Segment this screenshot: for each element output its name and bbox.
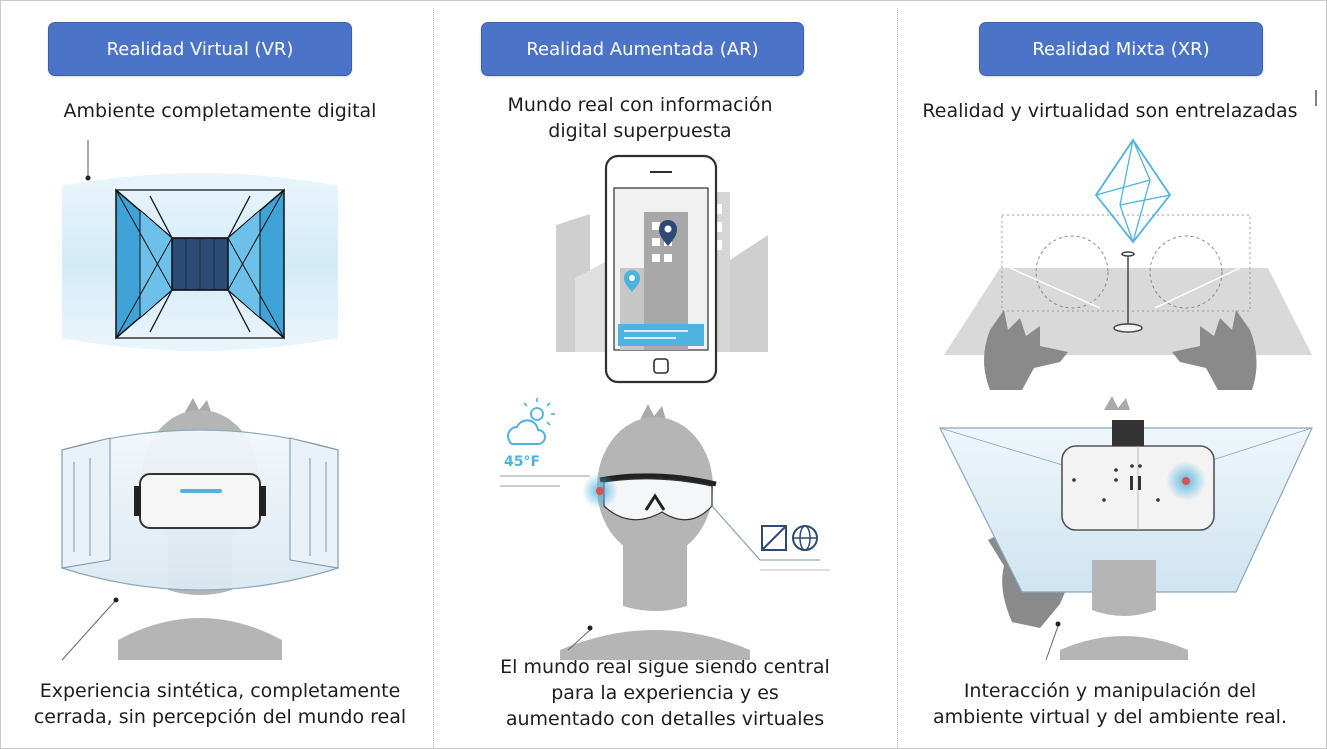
vr-headset-icon bbox=[61, 398, 339, 661]
vr-caption: Experiencia sintética, completamente cer… bbox=[33, 680, 407, 728]
vr-description: Ambiente completamente digital bbox=[63, 100, 377, 122]
xr-caption: Interacción y manipulación del ambiente … bbox=[933, 680, 1287, 728]
weather-icon: 45°F bbox=[500, 398, 590, 487]
map-pin-icon bbox=[624, 220, 677, 292]
ar-caption: El mundo real sigue siendo central para … bbox=[500, 656, 830, 730]
column-divider-2 bbox=[897, 8, 898, 749]
vr-title: Realidad Virtual (VR) bbox=[106, 38, 294, 60]
ar-title: Realidad Aumentada (AR) bbox=[526, 38, 759, 60]
ar-glasses-icon bbox=[560, 404, 830, 660]
mr-headset-icon bbox=[939, 396, 1313, 661]
ar-description: Mundo real con información digital super… bbox=[507, 94, 773, 142]
vr-tunnel-icon bbox=[62, 140, 338, 351]
octahedron-icon bbox=[1094, 138, 1172, 244]
vr-header: Realidad Virtual (VR) bbox=[48, 22, 352, 76]
globe-icon bbox=[792, 525, 818, 551]
ar-header: Realidad Aumentada (AR) bbox=[481, 22, 804, 76]
temperature-label: 45°F bbox=[504, 454, 540, 470]
xr-title: Realidad Mixta (XR) bbox=[1032, 38, 1210, 60]
square-icon bbox=[761, 525, 787, 551]
xr-description: Realidad y virtualidad son entrelazadas bbox=[922, 100, 1298, 122]
xr-header: Realidad Mixta (XR) bbox=[979, 22, 1263, 76]
smartphone-icon bbox=[556, 154, 768, 384]
column-divider-1 bbox=[433, 8, 434, 749]
